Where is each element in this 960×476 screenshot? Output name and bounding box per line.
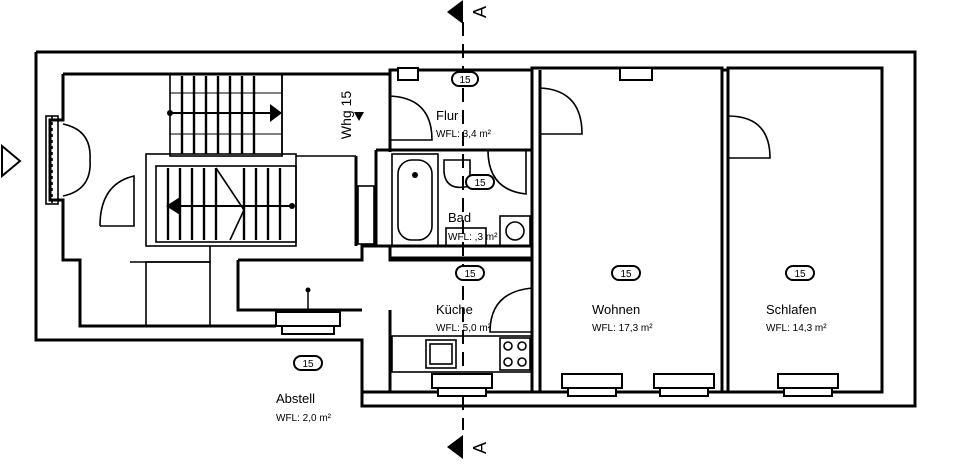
kitchen-fixtures bbox=[391, 335, 533, 373]
room-schlafen: 15 Schlafen WFL: 14,3 m² bbox=[766, 265, 827, 334]
room-area: WFL: 14,3 m² bbox=[766, 323, 827, 334]
room-area: WFL: 17,3 m² bbox=[592, 323, 653, 334]
room-area: WFL: 5,0 m² bbox=[436, 323, 492, 334]
room-name: Schlafen bbox=[766, 302, 817, 317]
room-name: Abstell bbox=[276, 391, 315, 406]
room-area: WFL: ,3 m² bbox=[448, 232, 498, 243]
bathroom-fixtures bbox=[391, 153, 531, 247]
entrance-door bbox=[45, 115, 91, 205]
section-marker-top-icon bbox=[447, 0, 463, 24]
room-area: WFL: 2,0 m² bbox=[276, 413, 332, 424]
room-area: WFL: 3,4 m² bbox=[436, 129, 492, 140]
entrance-arrow-icon bbox=[1, 143, 22, 179]
room-flur: 15 Flur WFL: 3,4 m² bbox=[436, 71, 492, 140]
room-tag: 15 bbox=[474, 178, 486, 189]
room-abstell: 15 Abstell WFL: 2,0 m² bbox=[276, 287, 332, 424]
section-label-bottom: A bbox=[470, 442, 490, 454]
room-wohnen: 15 Wohnen WFL: 17,3 m² bbox=[592, 265, 653, 334]
stair-door-swing bbox=[99, 174, 135, 227]
room-tag: 15 bbox=[464, 269, 476, 280]
door-swings bbox=[389, 87, 771, 333]
room-tag: 15 bbox=[459, 75, 471, 86]
section-label-top: A bbox=[470, 6, 490, 18]
apartment-entry-arrow-icon bbox=[354, 112, 364, 121]
room-name: Küche bbox=[436, 302, 473, 317]
room-kueche: 15 Küche WFL: 5,0 m² bbox=[436, 265, 492, 334]
room-tag: 15 bbox=[302, 359, 314, 370]
section-marker-bottom-icon bbox=[447, 435, 463, 459]
section-line: A A bbox=[447, 0, 490, 459]
apartment-label: Whg 15 bbox=[338, 91, 354, 139]
stairwell bbox=[145, 73, 356, 247]
room-name: Bad bbox=[448, 210, 471, 225]
room-name: Flur bbox=[436, 108, 459, 123]
interior-walls bbox=[354, 70, 730, 392]
room-bad: 15 Bad WFL: ,3 m² bbox=[448, 174, 498, 243]
windows bbox=[275, 67, 839, 397]
room-tag: 15 bbox=[794, 269, 806, 280]
room-name: Wohnen bbox=[592, 302, 640, 317]
room-tag: 15 bbox=[620, 269, 632, 280]
